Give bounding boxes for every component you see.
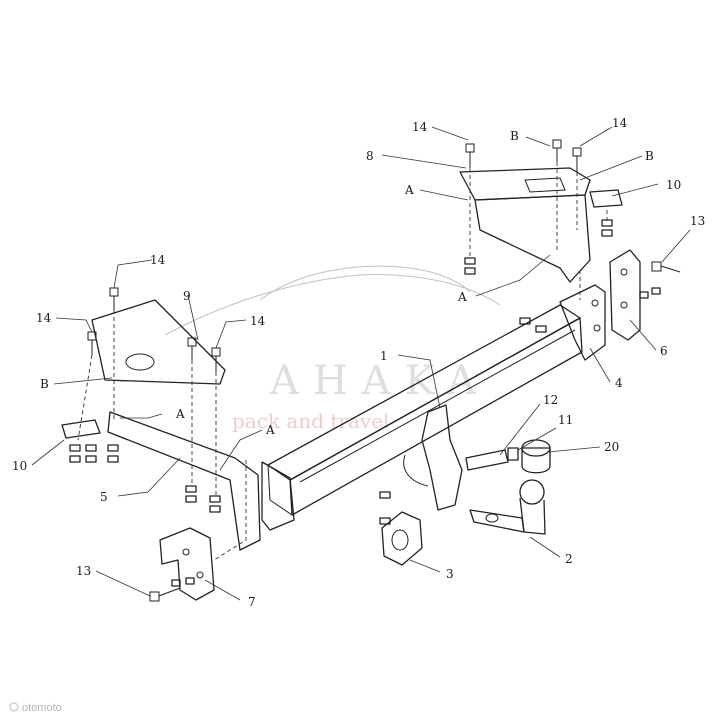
callout-A-left-upper: A xyxy=(175,407,185,421)
bolt-14-icon xyxy=(572,147,582,172)
part-11-washer xyxy=(507,447,519,461)
callout-10-right: 10 xyxy=(666,178,681,192)
callout-7: 7 xyxy=(248,595,256,609)
bolt-13-icon xyxy=(651,261,681,273)
bolt-14-icon xyxy=(552,139,562,162)
callout-14-center: 14 xyxy=(250,314,266,328)
callout-A-right-lower: A xyxy=(457,290,467,304)
callout-10-left: 10 xyxy=(12,459,27,473)
source-logo-icon xyxy=(9,702,19,712)
bolts-and-nuts xyxy=(69,139,681,602)
bolt-14-icon xyxy=(211,347,221,372)
callout-B-top: B xyxy=(510,129,519,143)
part-drop-bracket xyxy=(403,404,463,511)
callout-13-left: 13 xyxy=(76,564,91,578)
part-12-ball-bolt xyxy=(465,449,509,471)
part-3-socket-plate xyxy=(381,511,423,566)
part-10-shim-left xyxy=(61,419,101,439)
part-9-upper-plate-left xyxy=(91,299,226,385)
bolt-14-icon xyxy=(187,337,197,360)
part-7-side-bracket-left xyxy=(159,527,215,601)
part-5-long-bracket-left xyxy=(107,411,261,551)
watermark-car-roof-icon xyxy=(259,265,471,301)
source-label: otomoto xyxy=(22,702,62,714)
callout-A-right-upper: A xyxy=(404,183,414,197)
callout-8: 8 xyxy=(366,149,374,163)
callout-11: 11 xyxy=(558,413,573,427)
callout-2: 2 xyxy=(565,552,573,566)
watermark-car-outline-icon xyxy=(164,274,501,336)
callout-14-left-upper: 14 xyxy=(150,253,166,267)
part-8-upper-plate-right xyxy=(459,167,591,283)
part-6-side-bracket-right xyxy=(609,249,641,341)
part-2-tow-ball xyxy=(469,479,546,535)
callout-13-right: 13 xyxy=(690,214,705,228)
footer-source: otomoto xyxy=(9,702,62,714)
callout-labels: 1 2 3 4 5 6 7 8 9 10 10 11 12 13 13 14 1… xyxy=(12,116,705,609)
watermark-brand: AHAKA xyxy=(269,358,490,404)
callout-B-left: B xyxy=(40,377,49,391)
callout-3: 3 xyxy=(446,567,454,581)
bolt-13-icon xyxy=(149,587,181,602)
callout-9: 9 xyxy=(183,289,191,303)
bolt-14-icon xyxy=(465,143,475,168)
leader-lines xyxy=(31,126,691,601)
callout-5: 5 xyxy=(100,490,108,504)
assembly-guide-lines xyxy=(77,162,608,561)
watermark-tagline: pack and travel xyxy=(232,409,389,433)
callout-1: 1 xyxy=(380,349,388,363)
part-4-end-plate-right xyxy=(559,284,606,361)
callout-14-left: 14 xyxy=(36,311,52,325)
part-1-cross-beam xyxy=(267,304,583,516)
callout-12: 12 xyxy=(543,393,558,407)
part-end-plate-left xyxy=(261,461,295,531)
part-10-shim-right xyxy=(589,189,623,208)
callout-14-top-right: 14 xyxy=(612,116,628,130)
callout-14-top: 14 xyxy=(412,120,428,134)
callout-6: 6 xyxy=(660,344,668,358)
bolt-14-icon xyxy=(109,287,119,310)
callout-20: 20 xyxy=(604,440,619,454)
callout-B-right: B xyxy=(645,149,654,163)
nut-stack-icon xyxy=(69,219,661,587)
callout-4: 4 xyxy=(615,376,623,390)
callout-A-left-lower: A xyxy=(265,423,275,437)
watermark: AHAKA pack and travel xyxy=(164,265,501,433)
